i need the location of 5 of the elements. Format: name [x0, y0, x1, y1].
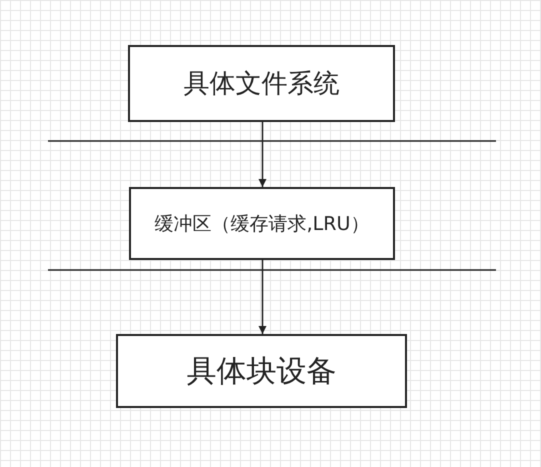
arrow — [258, 122, 266, 187]
arrow — [258, 260, 266, 334]
layer-box: 具体文件系统 — [128, 45, 395, 122]
layer-box: 缓冲区（缓存请求,LRU） — [129, 187, 395, 260]
layer-box: 具体块设备 — [116, 334, 407, 408]
